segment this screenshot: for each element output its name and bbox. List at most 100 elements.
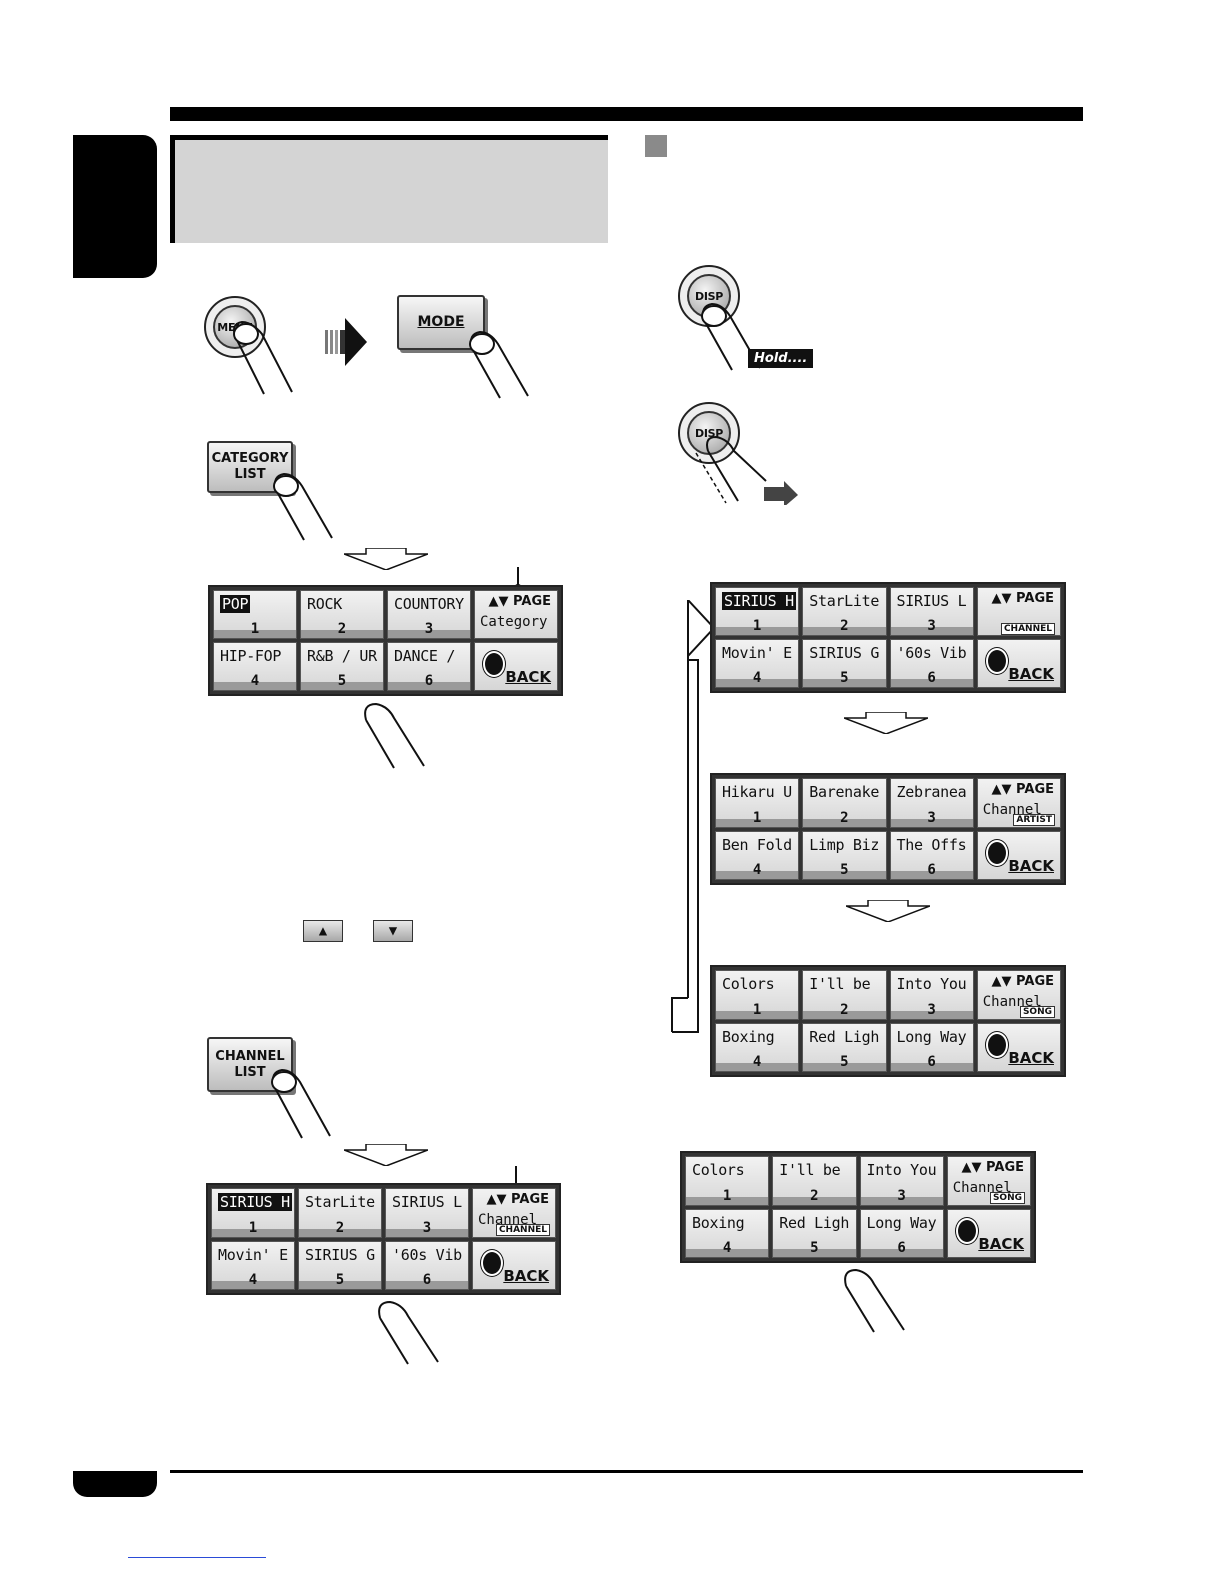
page-label: ▲▼ PAGE (991, 591, 1054, 606)
back-button[interactable]: BACK (472, 1240, 556, 1290)
preset-label: Movin' E (722, 644, 792, 662)
back-label: BACK (505, 668, 551, 686)
footer-link-underline (128, 1557, 266, 1558)
back-button[interactable]: BACK (474, 642, 558, 691)
knob-icon (985, 839, 1008, 866)
preset-label: POP (220, 595, 251, 613)
preset-number: 3 (890, 617, 973, 635)
page-label: ▲▼ PAGE (991, 974, 1054, 989)
knob-icon (985, 648, 1008, 674)
preset-number: 4 (212, 1271, 294, 1289)
finger-icon (844, 1268, 905, 1333)
preset-label: Ben Fold (722, 835, 792, 854)
preset-label: ROCK (307, 595, 342, 613)
preset-label: Long Way (896, 1027, 967, 1046)
list-type-tag: SONG (989, 1192, 1025, 1204)
preset-label: SIRIUS G (809, 644, 880, 662)
preset-number: 1 (212, 1218, 294, 1237)
list-mode-label: Category (480, 614, 548, 630)
preset-button[interactable]: Ben Fold 4 (715, 830, 800, 880)
finger-icon (701, 302, 761, 371)
preset-label: StarLite (809, 592, 880, 610)
preset-number: 6 (890, 669, 973, 687)
disp-button-label: DISP (687, 411, 731, 455)
preset-label: I'll be (779, 1161, 841, 1179)
back-button[interactable]: BACK (976, 830, 1061, 880)
channel-list-label-2: LIST (234, 1064, 266, 1080)
down-arrow-icon (844, 712, 928, 734)
preset-label: Boxing (692, 1213, 745, 1232)
preset-number: 6 (388, 672, 470, 690)
preset-label: Long Way (866, 1213, 937, 1232)
preset-number: 4 (716, 861, 799, 879)
back-button[interactable]: BACK (976, 1022, 1061, 1072)
preset-button[interactable]: DANCE / 6 (387, 642, 471, 691)
page-up-button[interactable]: ▲ (303, 920, 343, 942)
preset-label: SIRIUS L (392, 1193, 462, 1211)
preset-label: SIRIUS G (305, 1245, 375, 1264)
page-down-button[interactable]: ▼ (373, 920, 413, 942)
preset-label: DANCE / (394, 647, 456, 665)
knob-icon (483, 651, 505, 677)
preset-label: Movin' E (218, 1245, 288, 1264)
back-label: BACK (503, 1267, 549, 1285)
preset-number: 4 (214, 672, 296, 690)
finger-icon (469, 330, 529, 399)
page-mode-button[interactable]: ▲▼ PAGE Category (474, 590, 558, 639)
finger-icon (271, 1068, 331, 1139)
page-label: ▲▼ PAGE (488, 594, 551, 609)
preset-number: 6 (890, 861, 973, 879)
back-label: BACK (978, 1235, 1024, 1253)
back-button[interactable]: BACK (976, 639, 1061, 688)
channel-list-button[interactable]: CHANNEL LIST (207, 1037, 293, 1092)
preset-number: 6 (860, 1239, 943, 1257)
section-title-box (170, 135, 608, 243)
back-label: BACK (1008, 1049, 1054, 1067)
header-rule (170, 107, 1083, 121)
preset-button[interactable]: Movin' E 4 (211, 1240, 295, 1290)
finger-icon (378, 1300, 439, 1365)
back-button[interactable]: BACK (946, 1208, 1031, 1258)
preset-label: Colors (692, 1161, 745, 1179)
preset-button[interactable]: Long Way 6 (859, 1208, 944, 1258)
